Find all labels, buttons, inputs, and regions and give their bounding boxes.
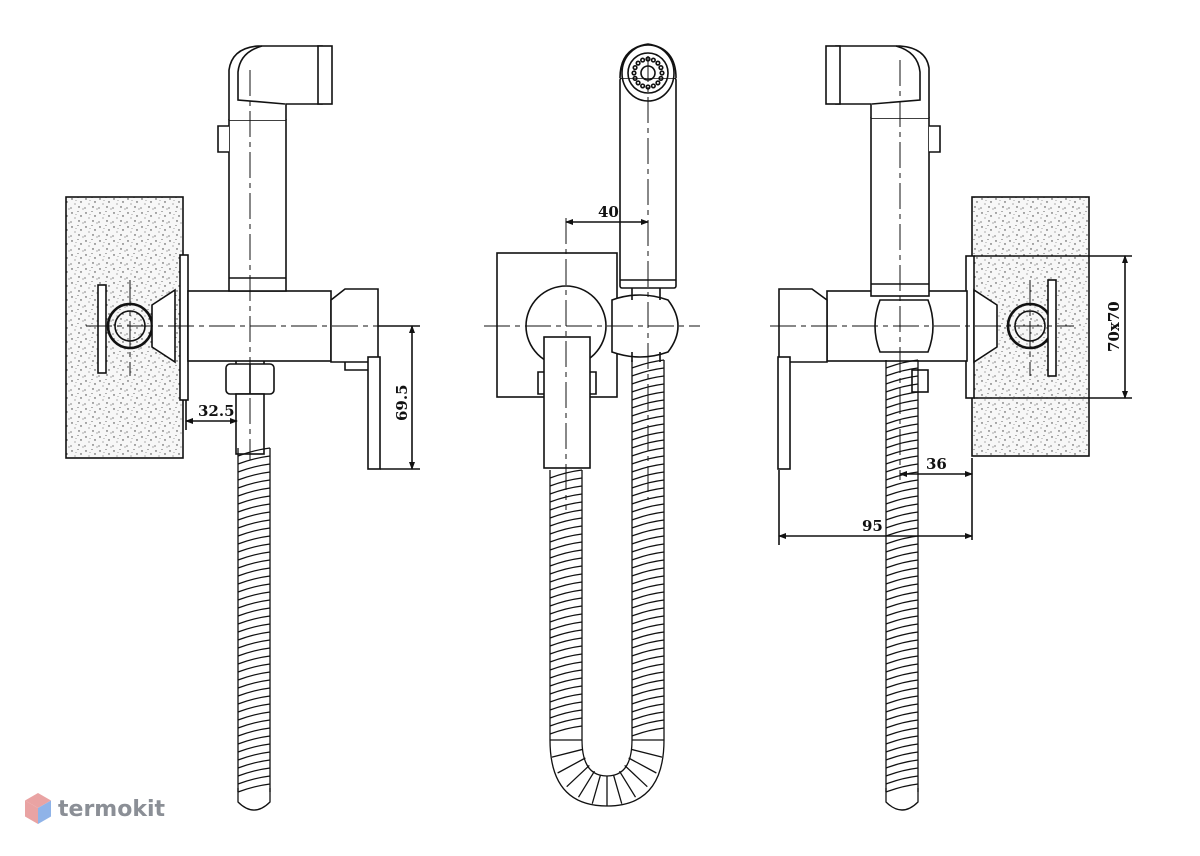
dim-right-total: 95 bbox=[862, 517, 883, 535]
dim-right-plate: 70x70 bbox=[1105, 301, 1123, 352]
right-shower-button bbox=[929, 125, 941, 153]
brand-name: termokit bbox=[58, 796, 166, 822]
left-lever-tip bbox=[344, 362, 368, 371]
dim-middle-offset: 40 bbox=[598, 203, 619, 221]
left-side-view: 32.5 69.5 bbox=[65, 45, 420, 811]
dim-right-inner: 36 bbox=[926, 455, 947, 473]
middle-holder-clip bbox=[611, 294, 679, 358]
dim-left-offset: 32.5 bbox=[198, 402, 235, 420]
right-valve-stem bbox=[1047, 279, 1057, 377]
left-wall-plate bbox=[179, 254, 189, 401]
brand-logo: termokit bbox=[24, 792, 165, 826]
left-valve-stem bbox=[97, 284, 107, 374]
left-hose bbox=[237, 447, 271, 811]
hexagon-logo-icon bbox=[25, 793, 51, 824]
right-side-view: 70x70 36 95 bbox=[770, 45, 1132, 811]
middle-lever bbox=[543, 336, 591, 469]
left-shower-button bbox=[217, 125, 229, 153]
middle-spray-face bbox=[627, 52, 669, 94]
left-lever-handle bbox=[367, 356, 381, 470]
middle-spray-nozzles bbox=[631, 56, 665, 90]
left-holder-column bbox=[228, 119, 287, 292]
right-lever-handle bbox=[777, 356, 791, 470]
front-view: 40 bbox=[484, 43, 700, 807]
left-valve-cone bbox=[151, 288, 176, 364]
right-hose bbox=[885, 359, 919, 811]
dim-left-height: 69.5 bbox=[393, 384, 411, 421]
